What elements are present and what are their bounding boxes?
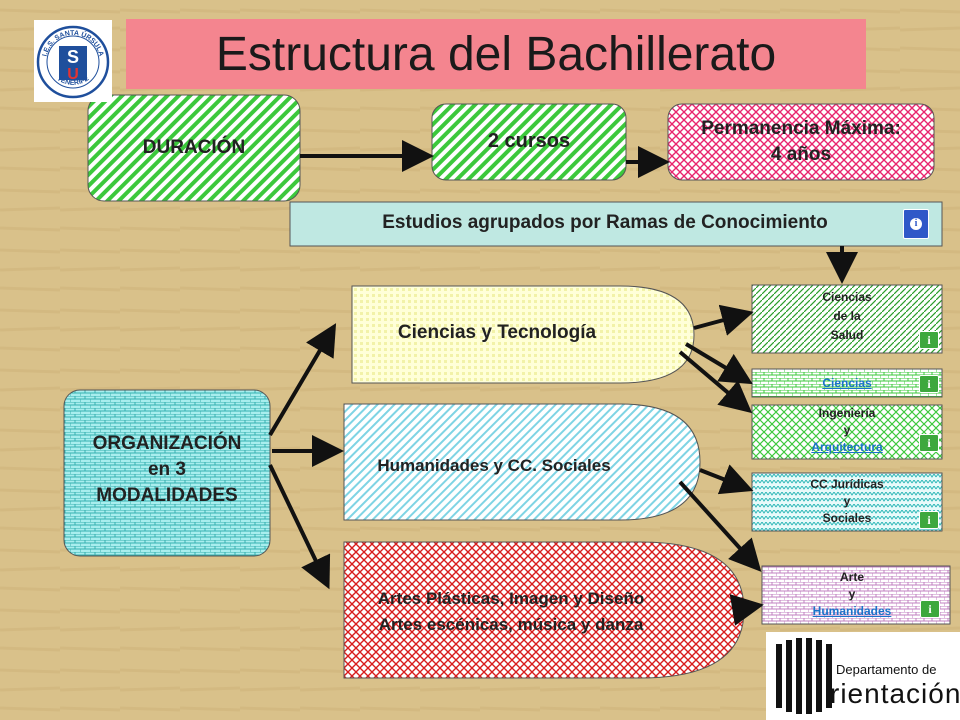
modality-artes-line1: Artes Plásticas, Imagen y Diseño xyxy=(377,589,645,608)
branch-arte-label: Arte y Humanidades xyxy=(762,569,942,620)
arrow-ct-ingenieria xyxy=(678,350,753,414)
duration-label: DURACIÓN xyxy=(142,137,246,158)
department-line1: Departamento de xyxy=(836,662,937,677)
modality-artes-label: Artes Plásticas, Imagen y Diseño Artes e… xyxy=(336,586,686,638)
branch-ingenieria-line1: Ingeniería xyxy=(818,406,876,420)
branch-ingenieria-label: Ingeniería y Arquitectura xyxy=(752,405,942,456)
branch-ingenieria-link[interactable]: Arquitectura xyxy=(811,440,883,454)
duration-box xyxy=(87,94,301,202)
arrow-artes-arte xyxy=(729,594,764,626)
branch-ingenieria-line2: y xyxy=(843,423,851,437)
svg-text:TENERIFE: TENERIFE xyxy=(56,75,91,87)
page-title: Estructura del Bachillerato xyxy=(126,19,866,89)
max-stay-line2: 4 años xyxy=(770,144,832,165)
arrow-hum-juridicas xyxy=(699,464,754,495)
arrow-org-ciencias xyxy=(268,323,337,437)
branch-ingenieria-box xyxy=(751,404,943,460)
branch-salud-line3: Salud xyxy=(830,328,864,342)
branch-salud-label: Ciencias de la Salud xyxy=(752,288,942,345)
branch-arte-info-icon[interactable]: i xyxy=(920,600,940,618)
branch-arte-line1: Arte xyxy=(839,570,864,584)
branch-arte-link[interactable]: Humanidades xyxy=(812,604,892,618)
branch-salud-line1: Ciencias xyxy=(822,290,872,304)
courses-label: 2 cursos xyxy=(487,130,571,152)
organization-label: ORGANIZACIÓN en 3 MODALIDADES xyxy=(64,431,270,509)
arrow-ct-salud xyxy=(693,304,754,336)
organization-line2: en 3 xyxy=(147,459,187,480)
ramas-banner-box xyxy=(289,201,943,247)
branch-ciencias-info-icon[interactable]: i xyxy=(919,375,939,393)
modality-humanidades-label: Humanidades y CC. Sociales xyxy=(377,456,611,475)
branch-juridicas-line1: CC Jurídicas xyxy=(810,477,884,491)
department-logo: Departamento de rientación xyxy=(766,632,960,720)
branch-arte-box xyxy=(761,565,951,625)
branch-ingenieria-info-icon[interactable]: i xyxy=(919,434,939,452)
max-stay-line1: Permanencia Máxima: xyxy=(701,118,901,139)
branch-juridicas-box xyxy=(751,472,943,532)
modality-ciencias-shape xyxy=(351,285,695,384)
arrow-org-artes xyxy=(268,464,331,590)
branch-juridicas-line2: y xyxy=(843,494,851,508)
ramas-info-icon[interactable]: i xyxy=(903,209,929,239)
department-logo-icon xyxy=(776,638,832,714)
branch-ciencias-link[interactable]: Ciencias xyxy=(822,376,872,390)
branch-salud-line2: de la xyxy=(833,309,861,323)
school-logo: S U I.E.S. SANTA ÚRSULA TENERIFE xyxy=(34,20,112,102)
modality-artes-line2: Artes escénicas, música y danza xyxy=(378,615,644,634)
department-line2: rientación xyxy=(830,678,960,709)
organization-box xyxy=(63,389,271,557)
school-logo-icon: S U I.E.S. SANTA ÚRSULA TENERIFE xyxy=(34,20,112,102)
ramas-banner-label: Estudios agrupados por Ramas de Conocimi… xyxy=(382,212,828,233)
branch-arte-line2: y xyxy=(848,587,856,601)
svg-text:U: U xyxy=(67,66,79,83)
branch-salud-info-icon[interactable]: i xyxy=(919,331,939,349)
arrow-hum-arte xyxy=(678,480,762,572)
branch-juridicas-info-icon[interactable]: i xyxy=(919,511,939,529)
arrow-ct-ciencias xyxy=(684,342,753,385)
max-stay-box xyxy=(667,103,935,181)
branch-juridicas-label: CC Jurídicas y Sociales xyxy=(752,476,942,527)
branch-ciencias-label: Ciencias xyxy=(752,376,942,390)
organization-line1: ORGANIZACIÓN xyxy=(92,433,242,454)
organization-line3: MODALIDADES xyxy=(96,485,238,506)
modality-ciencias-label: Ciencias y Tecnología xyxy=(397,322,597,343)
modality-humanidades-shape xyxy=(343,403,701,521)
branch-juridicas-line3: Sociales xyxy=(822,511,872,525)
max-stay-label: Permanencia Máxima: 4 años xyxy=(668,116,934,168)
svg-text:S: S xyxy=(67,47,79,67)
